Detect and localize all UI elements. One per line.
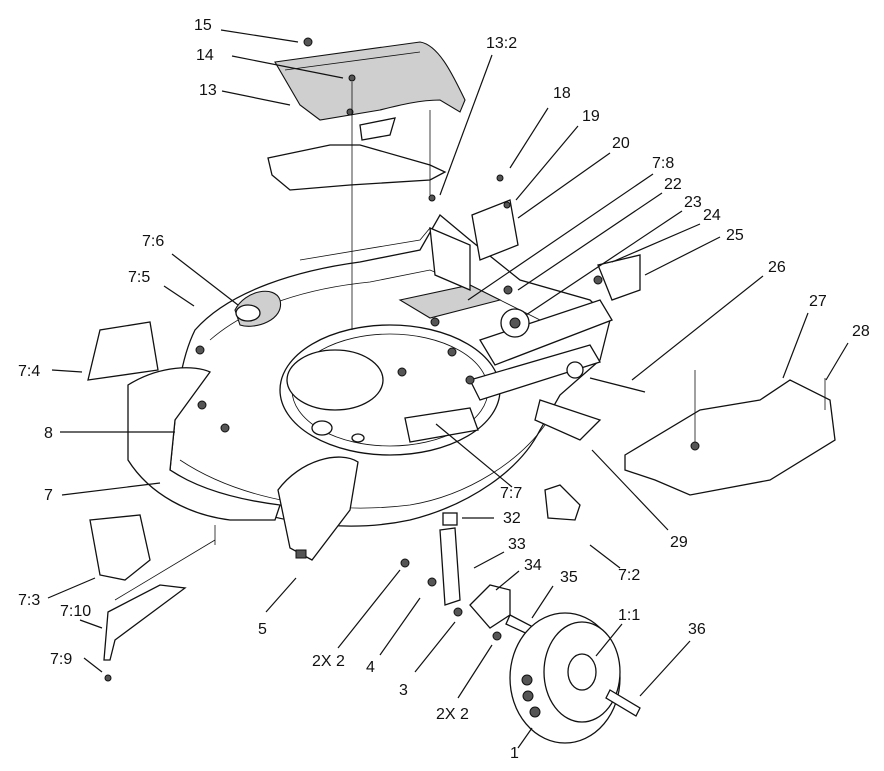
label-7-7: 7:7 (500, 485, 522, 502)
front-bumper (127, 367, 281, 521)
label-36: 36 (688, 621, 706, 638)
label-7-2: 7:2 (618, 567, 640, 584)
rod (589, 377, 646, 393)
label-14: 14 (196, 47, 214, 64)
label-24: 24 (703, 207, 721, 224)
label-7-3: 7:3 (18, 592, 40, 609)
label-29: 29 (670, 534, 688, 551)
label-32: 32 (503, 510, 521, 527)
label-7-5: 7:5 (128, 269, 150, 286)
label-20: 20 (612, 135, 630, 152)
label-8: 8 (44, 425, 53, 442)
leader-lines (47, 29, 849, 749)
label-15: 15 (194, 17, 212, 34)
label-3: 3 (399, 682, 408, 699)
label-5: 5 (258, 621, 267, 638)
label-7: 7 (44, 487, 53, 504)
wheel-bracket (439, 527, 461, 606)
label-13: 13 (199, 82, 217, 99)
label-35: 35 (560, 569, 578, 586)
label-28: 28 (852, 323, 870, 340)
front-wheel (509, 612, 641, 744)
label-1: 1 (510, 745, 519, 762)
side-plug-7-4 (87, 321, 159, 381)
upper-brackets (471, 174, 641, 301)
label-22: 22 (664, 176, 682, 193)
label-7-4: 7:4 (18, 363, 40, 380)
label-25: 25 (726, 227, 744, 244)
label-1-1: 1:1 (618, 607, 640, 624)
height-adjuster (277, 456, 359, 561)
side-plug-7-3 (89, 514, 151, 581)
label-13-2: 13:2 (486, 35, 517, 52)
strap-7-10 (103, 584, 187, 661)
label-4: 4 (366, 659, 375, 676)
label-7-9: 7:9 (50, 651, 72, 668)
plug-32 (442, 512, 458, 526)
label-2x2-a: 2X 2 (312, 653, 345, 670)
label-7-8: 7:8 (652, 155, 674, 172)
rear-flap (624, 379, 836, 496)
label-27: 27 (809, 293, 827, 310)
label-34: 34 (524, 557, 542, 574)
label-7-10: 7:10 (60, 603, 91, 620)
mower-deck (169, 214, 613, 527)
label-23: 23 (684, 194, 702, 211)
top-cover (267, 37, 466, 330)
skirt-7-2 (544, 484, 581, 521)
label-19: 19 (582, 108, 600, 125)
label-7-6: 7:6 (142, 233, 164, 250)
arm-34 (469, 584, 511, 629)
label-26: 26 (768, 259, 786, 276)
part-labels: 15 14 13 13:2 18 19 20 7:8 22 23 24 25 2… (18, 17, 870, 762)
label-2x2-b: 2X 2 (436, 706, 469, 723)
label-18: 18 (553, 85, 571, 102)
label-33: 33 (508, 536, 526, 553)
